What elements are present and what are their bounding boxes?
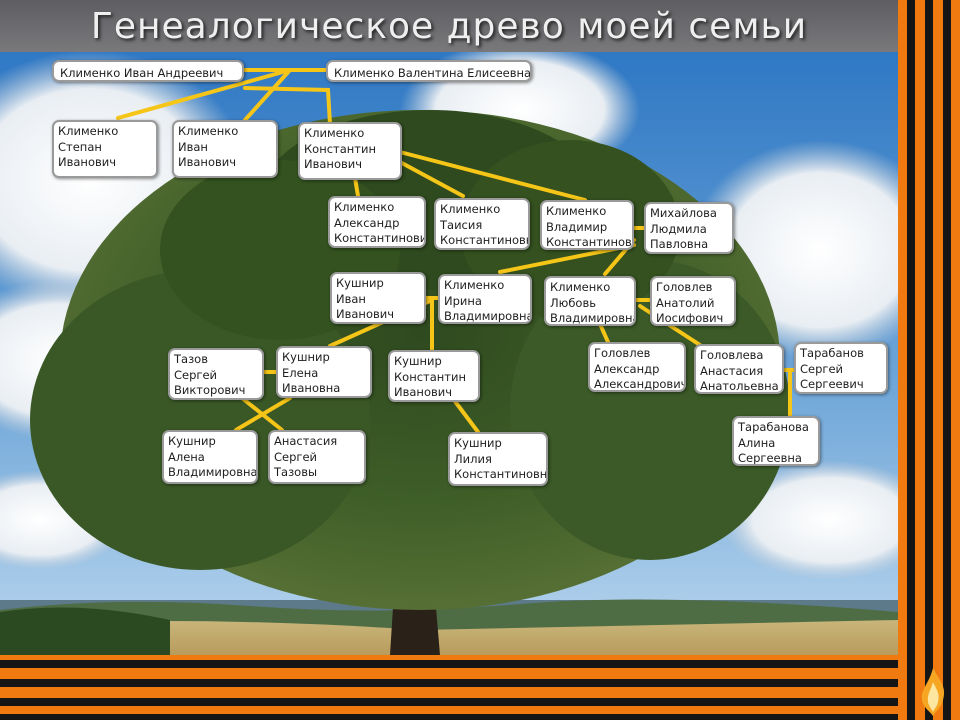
person-box: Клименко Степан Иванович [52, 120, 158, 178]
person-box: Клименко Таисия Константиновна [434, 198, 530, 250]
eternal-flame-icon [921, 668, 945, 716]
person-box: Клименко Ирина Владимировна [438, 274, 532, 324]
title-bar [0, 0, 898, 52]
person-box: Клименко Владимир Константинович [540, 200, 634, 250]
person-box: Кушнир Константин Иванович [388, 350, 480, 402]
person-box: Клименко Иван Андреевич [52, 60, 244, 82]
person-box: Кушнир Алена Владимировна [162, 430, 258, 484]
page-title: Генеалогическое древо моей семьи [90, 6, 808, 47]
person-box: Клименко Александр Константинович [328, 196, 426, 248]
person-box: Клименко Валентина Елисеевна [326, 60, 532, 82]
ribbon-vertical [898, 0, 960, 720]
person-box: Головлев Анатолий Иосифович [650, 276, 736, 326]
person-box: Тарабанова Алина Сергеевна [732, 416, 820, 466]
person-box: Тарабанов Сергей Сергеевич [794, 342, 888, 394]
person-box: Анастасия Сергей Тазовы [268, 430, 366, 484]
person-box: Кушнир Елена Ивановна [276, 346, 372, 398]
person-box: Кушнир Лилия Константиновна [448, 432, 548, 486]
person-box: Головлева Анастасия Анатольевна [694, 344, 784, 394]
person-box: Михайлова Людмила Павловна [644, 202, 734, 254]
person-box: Кушнир Иван Иванович [330, 272, 426, 324]
person-box: Головлев Александр Александрович [588, 342, 686, 392]
person-box: Тазов Сергей Викторович [168, 348, 264, 400]
person-box: Клименко Иван Иванович [172, 120, 278, 178]
person-box: Клименко Любовь Владимировна [544, 276, 636, 326]
person-box: Клименко Константин Иванович [298, 122, 402, 180]
ribbon-horizontal [0, 655, 898, 720]
